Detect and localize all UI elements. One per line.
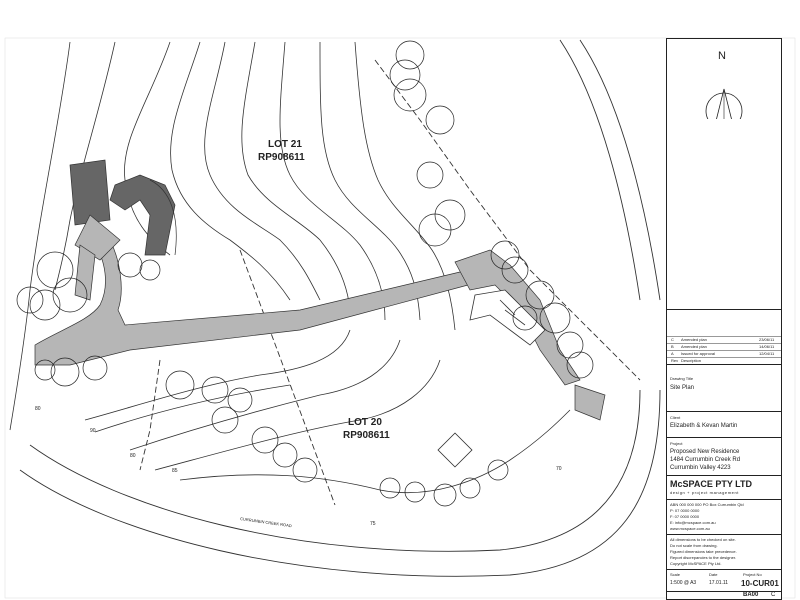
revision-no: C <box>771 592 776 598</box>
revision-table: C Amended plan 23/06/11 B Amended plan 1… <box>667 309 781 365</box>
contact-line: E: info@mcspace.com.au <box>670 520 716 525</box>
lot20-plan: RP908611 <box>343 430 390 441</box>
drawing-title: Site Plan <box>670 385 695 391</box>
contact-line: P: 07 0000 0000 <box>670 508 700 513</box>
project-line: Currumbin Valley 4223 <box>670 465 731 471</box>
driveway <box>34 239 606 421</box>
notes-line: Copyright McSPACE Pty Ltd. <box>670 561 722 566</box>
contour-label: 85 <box>172 468 178 474</box>
contour-label: 80 <box>35 406 41 412</box>
project-line: 1484 Currumbin Creek Rd <box>670 457 741 463</box>
client-label: Client <box>670 415 681 420</box>
drawing-no: BA00 <box>743 592 759 598</box>
notes-line: All dimensions to be checked on site. <box>670 537 736 542</box>
date-label: Date <box>709 572 718 577</box>
rev-row: C Amended plan 23/06/11 <box>667 336 781 343</box>
boundary-lines <box>139 59 641 506</box>
north-label: N <box>718 50 726 62</box>
proposed-residence <box>469 289 546 346</box>
notes-line: Do not scale from drawing. <box>670 543 718 548</box>
contact-line: www.mcspace.com.au <box>670 526 710 531</box>
trees <box>16 40 594 507</box>
rev-header: Rev Description <box>667 357 781 365</box>
lot20-name: LOT 20 <box>348 417 382 428</box>
project-no: 10-CUR01 <box>741 579 779 588</box>
project-line: Proposed New Residence <box>670 449 740 455</box>
notes-line: Report discrepancies to the designer. <box>670 555 737 560</box>
pool-structure <box>437 432 473 468</box>
contour-label: 80 <box>130 453 136 459</box>
contour-label: 75 <box>370 521 376 527</box>
project-label: Project <box>670 441 683 446</box>
title-block: N C Amended plan 23/06/11 B Amended plan… <box>666 38 782 600</box>
rev-row: A Issued for approval 12/04/11 <box>667 350 781 357</box>
company-name: McSPACE PTY LTD <box>670 479 753 489</box>
contour-label: 70 <box>556 466 562 472</box>
scale-value: 1:500 @ A3 <box>670 580 697 586</box>
road <box>19 39 661 577</box>
contour-label: 90 <box>90 428 96 434</box>
client-name: Elizabeth & Kevan Martin <box>670 423 738 429</box>
contact-line: F: 07 0000 0000 <box>670 514 700 519</box>
drawing-title-label: Drawing Title <box>670 376 694 381</box>
road-label: CURRUMBIN CREEK ROAD <box>240 516 292 528</box>
contact-line: ABN 000 000 000 PO Box Currumbin Qld <box>670 502 744 507</box>
scale-label: Scale <box>670 572 681 577</box>
notes-line: Figured dimensions take precedence. <box>670 549 737 554</box>
project-no-label: Project No <box>743 572 762 577</box>
lot21-name: LOT 21 <box>268 139 302 150</box>
north-arrow <box>705 88 743 119</box>
company-tagline: design + project management <box>670 490 740 495</box>
existing-buildings <box>69 159 177 301</box>
rev-row: B Amended plan 14/06/11 <box>667 343 781 350</box>
date-value: 17.01.11 <box>709 580 729 586</box>
lot21-plan: RP908611 <box>258 152 305 163</box>
